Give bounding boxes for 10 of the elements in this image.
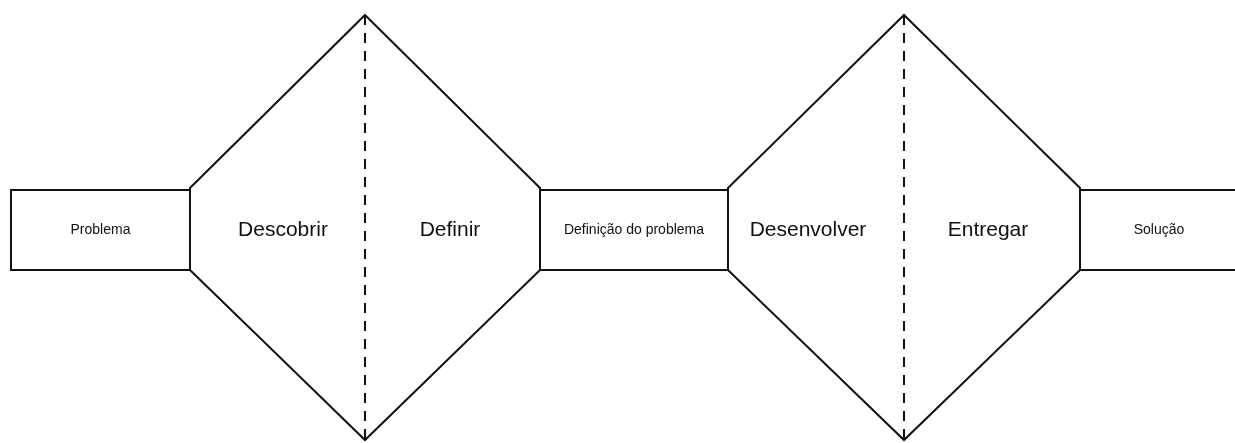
phase-label: Desenvolver — [749, 217, 867, 241]
process-box — [1079, 189, 1235, 271]
box-label: Definição do problema — [563, 222, 705, 238]
box-label: Problema — [70, 222, 131, 238]
process-box — [10, 189, 191, 271]
process-box — [539, 189, 729, 271]
phase-label: Entregar — [947, 217, 1029, 241]
box-label: Solução — [1133, 222, 1185, 238]
phase-label: Definir — [419, 217, 481, 241]
phase-label: Descobrir — [238, 217, 328, 241]
